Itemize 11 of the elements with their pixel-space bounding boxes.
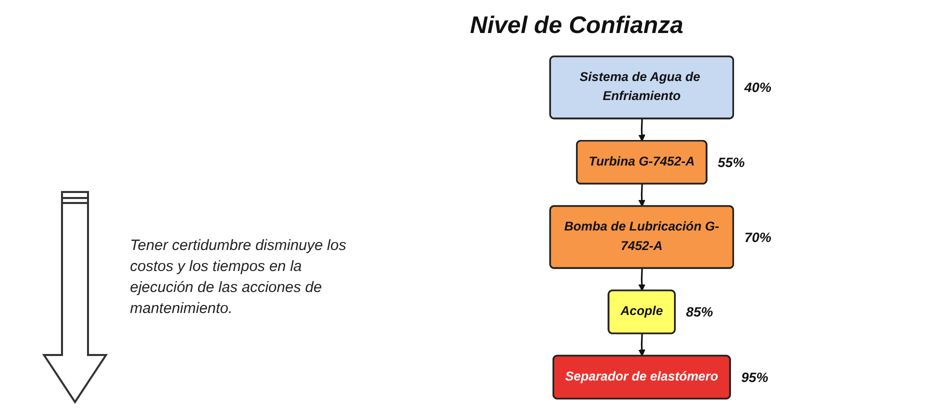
note-text: Tener certidumbre disminuye los costos y los tiempos en la ejecución de las acciones de mantenimiento.: [130, 236, 348, 319]
arrow: [638, 184, 646, 207]
percentage-label: 70%: [744, 230, 772, 245]
percentage-label: 40%: [744, 80, 772, 96]
percentage-label: 95%: [741, 370, 768, 385]
percentage-label: 85%: [686, 304, 714, 320]
percentage-label: 55%: [718, 155, 745, 170]
arrow: [638, 334, 646, 356]
diagram-title: Nivel de Confianza: [470, 12, 684, 40]
arrow: [638, 118, 646, 142]
arrow: [638, 268, 646, 292]
